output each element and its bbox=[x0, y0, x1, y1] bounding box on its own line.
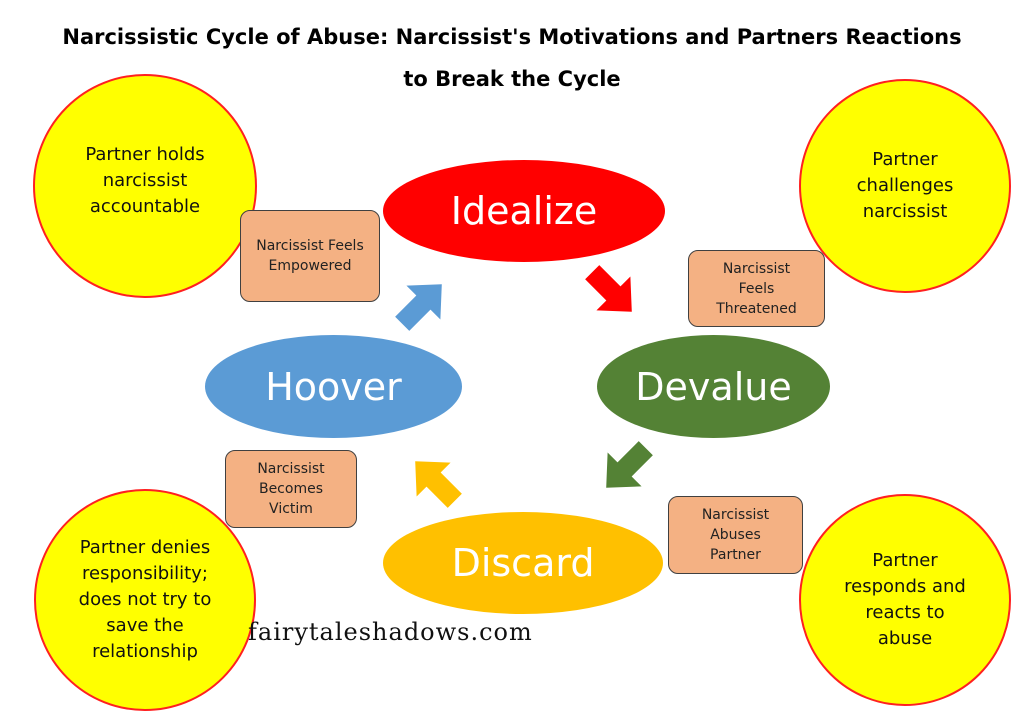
motivation-victim: Narcissist Becomes Victim bbox=[225, 450, 357, 528]
motivation-empowered: Narcissist Feels Empowered bbox=[240, 210, 380, 302]
stage-label: Hoover bbox=[265, 364, 402, 409]
stage-idealize: Idealize bbox=[383, 160, 665, 262]
motivation-abuses: Narcissist Abuses Partner bbox=[668, 496, 803, 574]
watermark: fairytaleshadows.com bbox=[248, 618, 533, 646]
stage-devalue: Devalue bbox=[597, 335, 830, 438]
diagram-title-line2: to Break the Cycle bbox=[403, 67, 621, 91]
reaction-circle-bottom-right: Partner responds and reacts to abuse bbox=[799, 494, 1011, 706]
arrow-down-left-icon bbox=[606, 441, 653, 488]
arrow-up-left-icon bbox=[415, 461, 462, 508]
stage-hoover: Hoover bbox=[205, 335, 462, 438]
reaction-text: Partner holds narcissist accountable bbox=[85, 144, 205, 217]
stage-discard: Discard bbox=[383, 512, 663, 614]
stage-label: Idealize bbox=[450, 189, 598, 233]
reaction-text: Partner challenges narcissist bbox=[856, 149, 954, 222]
arrow-down-right-icon bbox=[585, 265, 632, 312]
stage-label: Devalue bbox=[635, 364, 792, 409]
reaction-circle-bottom-left: Partner denies responsibility; does not … bbox=[34, 489, 256, 711]
arrow-up-right-icon bbox=[395, 284, 442, 331]
reaction-circle-top-right: Partner challenges narcissist bbox=[799, 79, 1011, 293]
reaction-text: Partner responds and reacts to abuse bbox=[844, 550, 966, 649]
motivation-threatened: Narcissist Feels Threatened bbox=[688, 250, 825, 327]
reaction-text: Partner denies responsibility; does not … bbox=[78, 537, 212, 662]
stage-label: Discard bbox=[451, 541, 595, 585]
reaction-circle-top-left: Partner holds narcissist accountable bbox=[33, 74, 257, 298]
diagram-title-line1: Narcissistic Cycle of Abuse: Narcissist'… bbox=[62, 25, 962, 49]
